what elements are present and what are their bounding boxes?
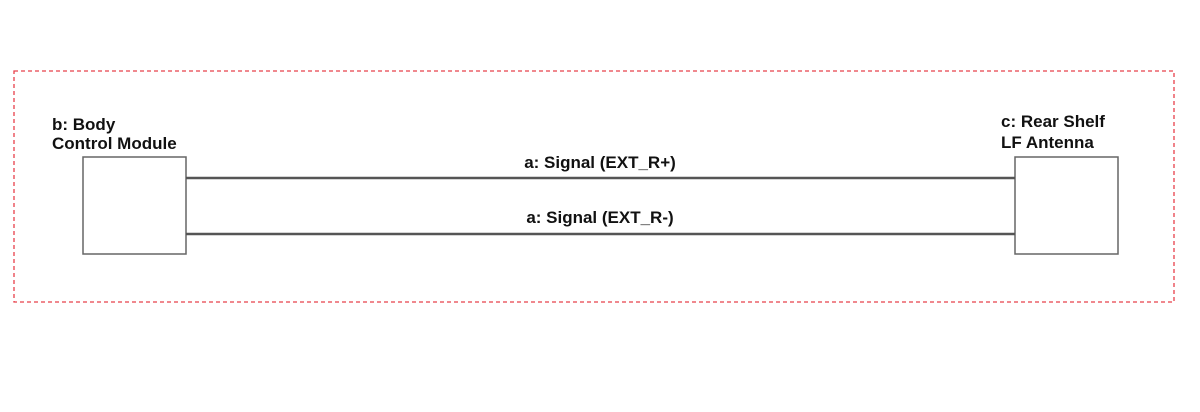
rear-shelf-lf-antenna-box xyxy=(1014,156,1119,255)
bcm-label-line1: b: Body xyxy=(52,115,116,134)
bcm-label-line2: Control Module xyxy=(52,134,177,153)
antenna-label-line1: c: Rear Shelf xyxy=(1001,112,1105,131)
diagram-boundary xyxy=(13,70,1175,303)
body-control-module-box xyxy=(82,156,187,255)
antenna-label-line2: LF Antenna xyxy=(1001,133,1094,152)
wire-label-ext-r-minus: a: Signal (EXT_R-) xyxy=(526,208,673,227)
wire-label-ext-r-plus: a: Signal (EXT_R+) xyxy=(524,153,676,172)
